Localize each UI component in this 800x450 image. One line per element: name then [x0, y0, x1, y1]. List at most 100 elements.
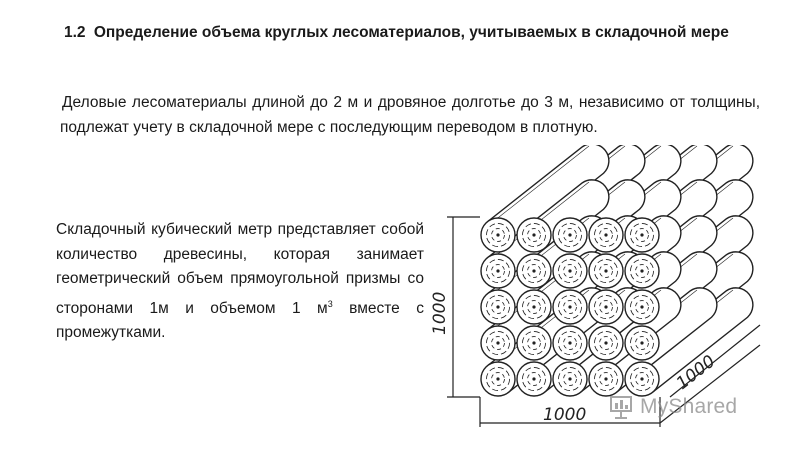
- growth-ring: [635, 336, 649, 350]
- log-end: [516, 289, 552, 325]
- log-end: [624, 289, 660, 325]
- growth-ring: [599, 336, 613, 350]
- watermark: MyShared: [608, 392, 768, 422]
- paragraph-definition: Складочный кубический метр представляет …: [56, 218, 424, 346]
- log-end: [588, 325, 624, 361]
- growth-ring: [594, 223, 618, 247]
- log-core: [604, 377, 608, 381]
- growth-ring: [522, 295, 546, 319]
- growth-ring: [522, 259, 546, 283]
- growth-ring: [630, 331, 654, 355]
- watermark-text: MyShared: [640, 395, 738, 418]
- dimension-height-label: 1000: [430, 292, 450, 335]
- growth-ring: [491, 228, 505, 242]
- log-end: [624, 325, 660, 361]
- growth-ring: [594, 367, 618, 391]
- growth-ring: [527, 264, 541, 278]
- log-core: [532, 341, 536, 345]
- growth-ring: [594, 331, 618, 355]
- log-end: [588, 361, 624, 397]
- growth-ring: [630, 367, 654, 391]
- log-end: [552, 289, 588, 325]
- log-core: [532, 233, 536, 237]
- log-body: [486, 145, 610, 250]
- growth-ring: [527, 372, 541, 386]
- growth-ring: [486, 331, 510, 355]
- log-end: [516, 217, 552, 253]
- log-end: [516, 253, 552, 289]
- growth-ring: [558, 223, 582, 247]
- log-end: [552, 217, 588, 253]
- growth-ring: [558, 331, 582, 355]
- growth-ring: [635, 372, 649, 386]
- section-number: 1.2: [64, 24, 86, 41]
- growth-ring: [558, 295, 582, 319]
- log-end: [588, 289, 624, 325]
- growth-ring: [635, 228, 649, 242]
- growth-ring: [491, 300, 505, 314]
- log-ends: [480, 217, 660, 397]
- definition-tail: вместе с промежутками.: [56, 299, 424, 342]
- log-core: [568, 305, 572, 309]
- log-core: [568, 341, 572, 345]
- growth-ring: [563, 336, 577, 350]
- growth-ring: [630, 295, 654, 319]
- growth-ring: [522, 367, 546, 391]
- log-end: [480, 325, 516, 361]
- log-core: [604, 305, 608, 309]
- log-core: [532, 377, 536, 381]
- growth-ring: [522, 331, 546, 355]
- definition-text: Складочный кубический метр представляет …: [56, 221, 424, 317]
- growth-ring: [599, 372, 613, 386]
- growth-ring: [558, 259, 582, 283]
- log-core: [640, 269, 644, 273]
- paragraph-intro: Деловые лесоматериалы длиной до 2 м и др…: [60, 94, 760, 136]
- log-core: [532, 305, 536, 309]
- log-core: [604, 269, 608, 273]
- log-end: [552, 361, 588, 397]
- growth-ring: [563, 300, 577, 314]
- log-end: [480, 217, 516, 253]
- growth-ring: [491, 372, 505, 386]
- log-end: [516, 361, 552, 397]
- log-texture: [493, 145, 590, 222]
- log-core: [604, 341, 608, 345]
- log-core: [496, 233, 500, 237]
- section-title: Определение объема круглых лесоматериало…: [93, 24, 729, 41]
- log-end: [552, 325, 588, 361]
- growth-ring: [491, 336, 505, 350]
- log-core: [568, 377, 572, 381]
- growth-ring: [486, 259, 510, 283]
- growth-ring: [486, 295, 510, 319]
- growth-ring: [563, 228, 577, 242]
- growth-ring: [491, 264, 505, 278]
- log-core: [496, 377, 500, 381]
- log-end: [552, 253, 588, 289]
- growth-ring: [563, 372, 577, 386]
- log-core: [532, 269, 536, 273]
- growth-ring: [563, 264, 577, 278]
- log-core: [496, 341, 500, 345]
- growth-ring: [527, 336, 541, 350]
- log-core: [640, 341, 644, 345]
- dimension-lines: [447, 216, 761, 427]
- presentation-icon: [610, 396, 632, 419]
- log-core: [496, 269, 500, 273]
- log-end: [516, 325, 552, 361]
- log-core: [568, 233, 572, 237]
- log-end: [624, 217, 660, 253]
- log-core: [568, 269, 572, 273]
- log-end: [480, 361, 516, 397]
- log-core: [640, 305, 644, 309]
- log-end: [480, 289, 516, 325]
- growth-ring: [486, 367, 510, 391]
- log-end: [480, 253, 516, 289]
- cube-superscript: 3: [327, 298, 333, 309]
- growth-ring: [630, 259, 654, 283]
- log-core: [604, 233, 608, 237]
- log-core: [640, 377, 644, 381]
- growth-ring: [635, 264, 649, 278]
- log-end: [624, 361, 660, 397]
- log-end: [624, 253, 660, 289]
- log-body: [630, 287, 754, 394]
